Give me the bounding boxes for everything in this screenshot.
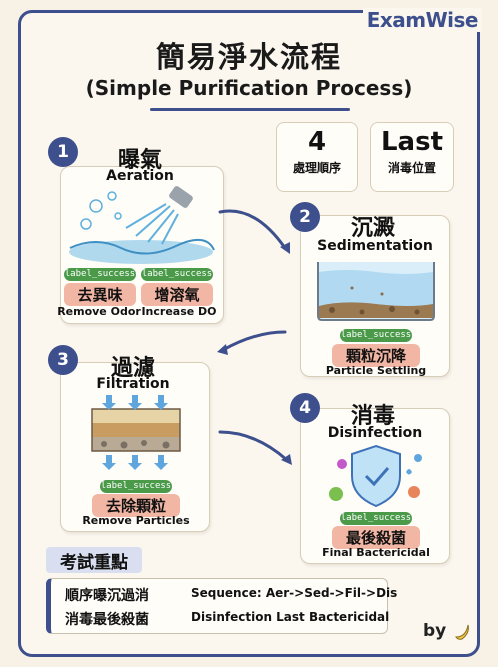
disinfection-illustration — [329, 444, 422, 508]
title-english: (Simple Purification Process) — [85, 76, 413, 100]
step-3-title-zh: 過濾 — [110, 356, 155, 381]
step-3-tag: label_success — [100, 480, 172, 493]
step-2-tag: label_success — [340, 329, 412, 342]
arrow-2-to-3 — [221, 330, 287, 352]
step-1-desc-2: Increase DO — [141, 305, 217, 318]
aeration-illustration — [69, 186, 215, 264]
exam-row-2-zh: 消毒最後殺菌 — [65, 612, 149, 628]
step-1-title-zh: 曝氣 — [117, 148, 162, 173]
footer-by: by — [423, 621, 472, 641]
step-2-result: 顆粒沉降 — [332, 344, 420, 367]
step-4-tag: label_success — [340, 512, 412, 525]
step-1-result-1: 去異味 — [64, 283, 136, 306]
step-1-desc-1: Remove Odor — [57, 305, 141, 318]
stat-order-label: 處理順序 — [292, 161, 341, 175]
exam-row-2: 消毒最後殺菌 Disinfection Last Bactericidal — [65, 609, 389, 629]
step-4-result: 最後殺菌 — [332, 526, 420, 549]
step-1-result-2: 增溶氧 — [141, 283, 213, 306]
exam-row-2-en: Disinfection Last Bactericidal — [191, 610, 390, 624]
step-1-tag-1: label_success — [64, 268, 136, 281]
brand-logo: ExamWise — [362, 8, 482, 32]
step-2-desc: Particle Settling — [325, 364, 427, 377]
step-4-desc: Final Bactericidal — [322, 546, 430, 559]
step-3-desc: Remove Particles — [82, 514, 190, 527]
step-4-number: 4 — [290, 393, 320, 423]
arrow-1-to-2 — [218, 209, 287, 250]
stat-position-value: Last — [380, 127, 444, 157]
footer-by-text: by — [423, 621, 447, 641]
stat-order: 4 處理順序 — [276, 122, 358, 192]
step-1-tag-2: label_success — [141, 268, 213, 281]
step-2-number: 2 — [290, 202, 320, 232]
step-1-title-en: Aeration — [106, 168, 174, 184]
exam-points-title: 考試重點 — [46, 547, 142, 573]
step-2-title-en: Sedimentation — [317, 238, 433, 254]
step-1-number: 1 — [48, 137, 78, 167]
title-chinese: 簡易淨水流程 — [155, 40, 342, 74]
sedimentation-illustration — [317, 262, 435, 321]
stat-disinfection-position: Last 消毒位置 — [370, 122, 454, 192]
step-4-title-zh: 消毒 — [350, 404, 395, 429]
exam-points-box: 順序曝沉過消 Sequence: Aer->Sed->Fil->Dis 消毒最後… — [46, 578, 397, 634]
exam-row-1-zh: 順序曝沉過消 — [65, 588, 149, 604]
step-3-number: 3 — [48, 345, 78, 375]
step-3-title-en: Filtration — [96, 376, 170, 392]
filtration-illustration — [91, 395, 181, 470]
banana-icon — [455, 624, 470, 640]
step-4-title-en: Disinfection — [327, 425, 423, 441]
step-2-title-zh: 沉澱 — [350, 216, 395, 241]
step-3-result: 去除顆粒 — [92, 494, 180, 517]
title-underline — [150, 108, 350, 111]
exam-row-1: 順序曝沉過消 Sequence: Aer->Sed->Fil->Dis — [65, 585, 397, 605]
stat-position-label: 消毒位置 — [387, 161, 436, 175]
exam-row-1-en: Sequence: Aer->Sed->Fil->Dis — [191, 586, 398, 600]
stat-order-value: 4 — [307, 127, 327, 157]
arrow-3-to-4 — [218, 430, 289, 462]
